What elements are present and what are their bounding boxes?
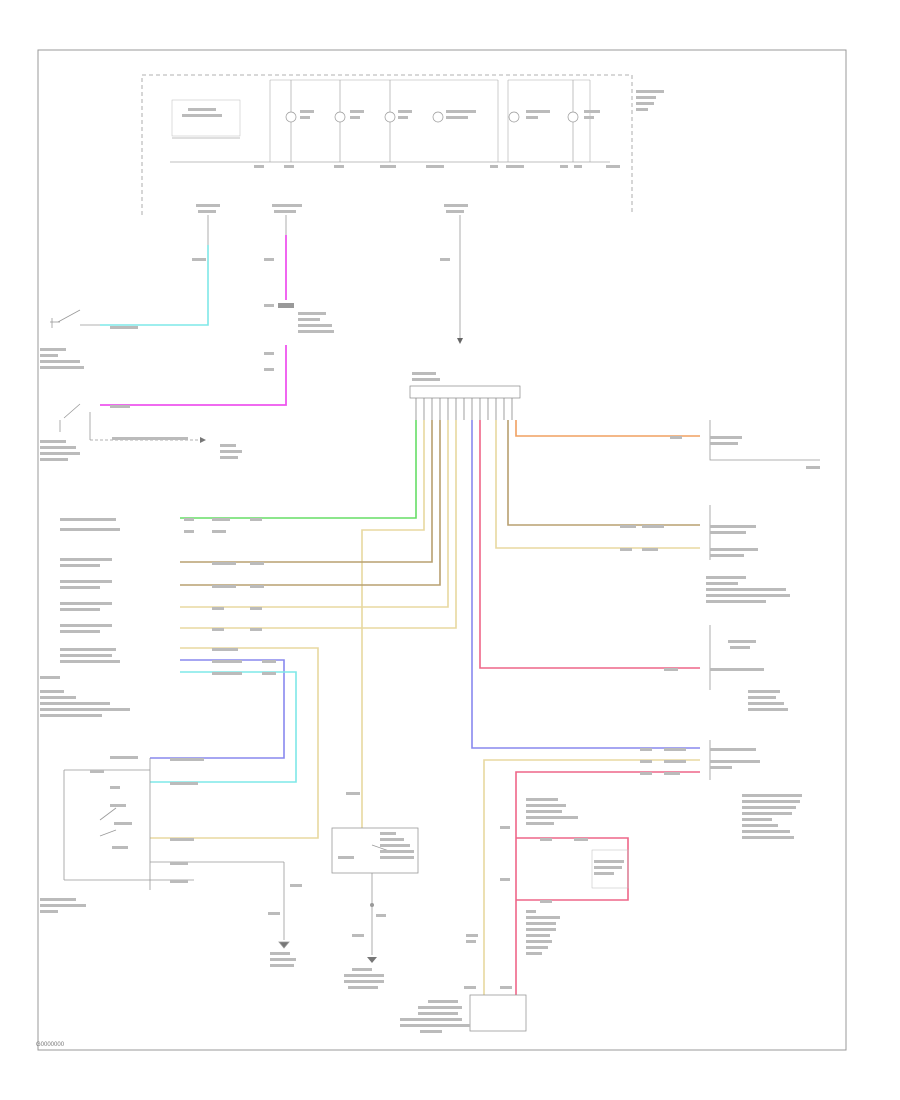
- cluster-leads: [207, 215, 461, 340]
- wires-left-return: [150, 659, 297, 783]
- relay-box: [591, 849, 629, 889]
- tiny-label-blocks: [40, 90, 820, 1033]
- left-switch: [63, 758, 151, 890]
- wire-magenta: [59, 235, 294, 443]
- ground-wire-left: [150, 861, 290, 949]
- diagram-frame: [37, 49, 847, 1051]
- harness-wires: [180, 420, 700, 828]
- center-connector: [409, 338, 521, 420]
- center-switch: [331, 827, 419, 963]
- instrument-cluster: [141, 74, 633, 215]
- seat-module: [469, 994, 527, 1032]
- wire-cyan-hood: [50, 245, 209, 328]
- diagram-code-label: G0000000: [36, 1042, 65, 1048]
- wire-tan-left: [150, 647, 319, 839]
